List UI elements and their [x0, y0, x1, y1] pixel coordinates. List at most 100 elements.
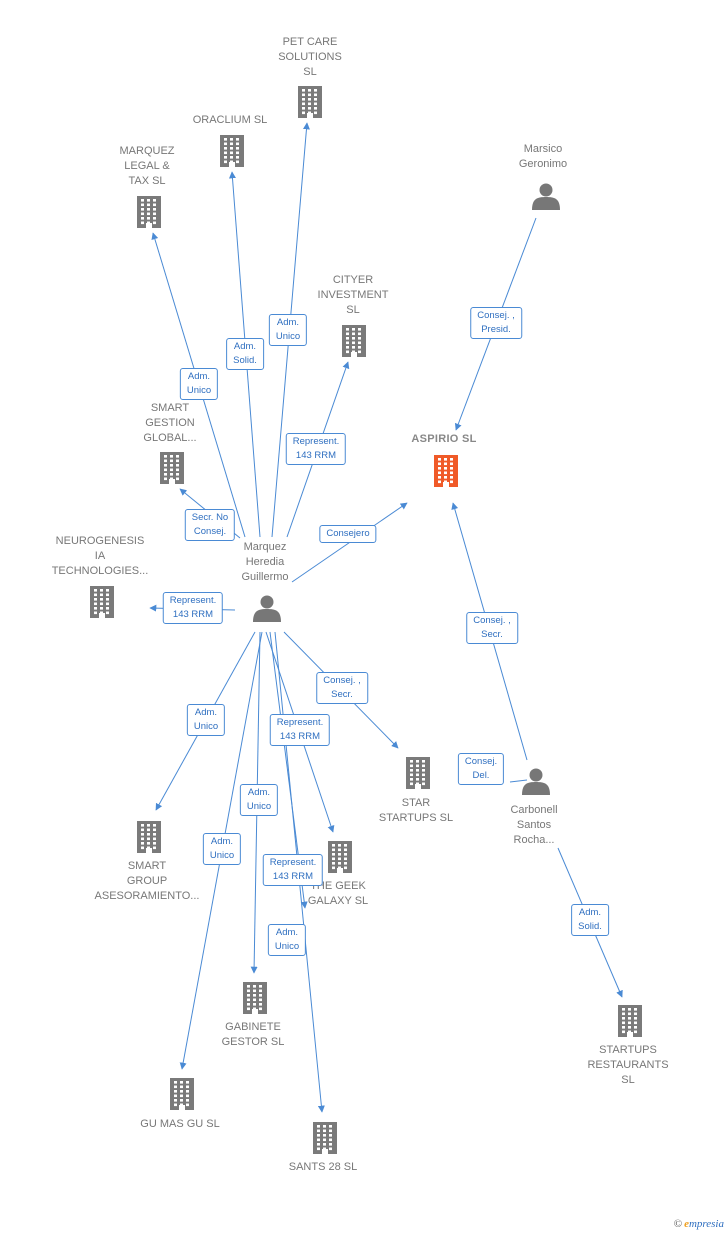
node-label-line: GROUP — [126, 875, 168, 887]
empresia-logo: ©empresia — [674, 1218, 724, 1230]
edge-label-line: Adm. — [578, 907, 602, 918]
edge-label-e1[interactable]: Adm.Unico — [179, 368, 219, 400]
edge-label-line: Unico — [186, 385, 212, 396]
edge-label-e18[interactable]: Adm. Solid. — [571, 904, 609, 936]
edge-label-e15[interactable]: Adm.Unico — [202, 833, 242, 865]
edge-label-e8[interactable]: Represent.143 RRM — [162, 592, 224, 624]
edge-label-e2[interactable]: Adm.Solid. — [226, 338, 264, 370]
company-icon-str[interactable] — [618, 1005, 642, 1037]
edge-label-line: Consej. — [193, 526, 227, 537]
edge-label-line: Unico — [275, 331, 301, 342]
node-label-line: TECHNOLOGIES... — [51, 565, 149, 577]
edge-label-line: Secr. — [481, 629, 503, 640]
edge-label-line: 143 RRM — [279, 731, 321, 742]
company-icon-ora[interactable] — [220, 135, 244, 167]
person-icon-mag[interactable] — [532, 183, 560, 211]
edge-label-e13[interactable]: Represent. 143 RRM — [269, 714, 331, 746]
node-label-ora[interactable]: ORACLIUM SL — [193, 113, 268, 128]
node-label-gum[interactable]: GU MAS GU SL — [140, 1117, 219, 1132]
node-label-line: Marsico — [523, 143, 563, 155]
edge-label-e7[interactable]: Consej. ,Presid. — [470, 307, 522, 339]
edge-label-line: Represent. — [269, 857, 317, 868]
company-icon-cit[interactable] — [342, 325, 366, 357]
company-icon-neu[interactable] — [90, 586, 114, 618]
node-label-line: LEGAL & — [124, 160, 170, 172]
edge-label-line: Unico — [246, 801, 272, 812]
company-icon-gab[interactable] — [243, 982, 267, 1014]
edge-label-e5[interactable]: Secr. No Consej. — [184, 509, 236, 541]
node-label-line: Geronimo — [518, 158, 568, 170]
copyright-mark: © — [673, 1218, 683, 1230]
node-label-line: THE GEEK — [310, 880, 366, 892]
node-label-line: STARTUPS — [599, 1044, 657, 1056]
company-icon-sgg[interactable] — [160, 452, 184, 484]
node-label-geek[interactable]: THE GEEK GALAXY SL — [308, 879, 368, 909]
focus-company-icon-asp[interactable] — [434, 455, 458, 487]
node-label-line: SL — [621, 1074, 635, 1086]
node-label-line: Guillermo — [241, 571, 289, 583]
edge-label-e14[interactable]: Adm.Unico — [239, 784, 279, 816]
edge-label-line: Consejero — [326, 528, 370, 539]
logo-text: mpresia — [688, 1218, 724, 1230]
node-label-asp[interactable]: ASPIRIO SL — [411, 432, 476, 447]
company-icon-mlt[interactable] — [137, 196, 161, 228]
node-label-line: GLOBAL... — [143, 432, 197, 444]
node-label-sgg[interactable]: SMART GESTION GLOBAL... — [143, 401, 196, 446]
node-label-line: Heredia — [245, 556, 285, 568]
edge-label-e6[interactable]: Consejero — [319, 525, 377, 543]
node-label-line: SOLUTIONS — [278, 51, 342, 63]
company-icon-geek[interactable] — [328, 841, 352, 873]
person-icon-mhg[interactable] — [253, 595, 281, 623]
node-label-line: GU MAS GU SL — [140, 1118, 220, 1130]
node-label-line: SMART — [127, 860, 167, 872]
node-label-san[interactable]: SANTS 28 SL — [289, 1160, 357, 1175]
edge-label-e3[interactable]: Adm.Unico — [268, 314, 308, 346]
company-icon-pet[interactable] — [298, 86, 322, 118]
edge-label-line: Adm. — [233, 341, 257, 352]
edge-label-line: Represent. — [292, 436, 340, 447]
edge-label-line: Consej. , — [323, 675, 361, 686]
node-label-line: GALAXY SL — [307, 895, 369, 907]
edge-label-e11[interactable]: Consej.Del. — [457, 753, 505, 785]
node-label-line: IA — [94, 550, 106, 562]
edge-label-line: Represent. — [276, 717, 324, 728]
edge-label-e9[interactable]: Consej. , Secr. — [466, 612, 518, 644]
node-label-gab[interactable]: GABINETE GESTOR SL — [222, 1020, 285, 1050]
edge-label-line: Unico — [274, 941, 300, 952]
person-icon-csr[interactable] — [522, 768, 550, 796]
edge-label-line: Solid. — [578, 921, 602, 932]
edge-label-line: Secr. No — [191, 512, 229, 523]
node-label-line: GESTOR SL — [221, 1036, 285, 1048]
node-label-line: GABINETE — [225, 1021, 281, 1033]
company-icon-sta[interactable] — [406, 757, 430, 789]
edge-label-line: Adm. — [275, 927, 299, 938]
node-label-line: SMART — [150, 402, 190, 414]
edge-label-line: Consej. , — [473, 615, 511, 626]
edge-label-line: Del. — [472, 770, 490, 781]
node-label-line: INVESTMENT — [317, 289, 389, 301]
edge-label-e10[interactable]: Consej. , Secr. — [316, 672, 368, 704]
node-label-line: STAR — [401, 797, 431, 809]
company-icon-san[interactable] — [313, 1122, 337, 1154]
node-label-line: GESTION — [145, 417, 195, 429]
edge-label-line: Secr. — [331, 689, 353, 700]
edge-line-e11 — [509, 779, 528, 783]
company-icon-sga[interactable] — [137, 821, 161, 853]
node-label-line: Rocha... — [513, 834, 555, 846]
company-icon-gum[interactable] — [170, 1078, 194, 1110]
edge-label-e16[interactable]: Represent.143 RRM — [262, 854, 324, 886]
node-label-line: PET CARE — [282, 36, 338, 48]
edge-label-e17[interactable]: Adm. Unico — [267, 924, 307, 956]
edge-label-e12[interactable]: Adm.Unico — [186, 704, 226, 736]
edge-label-e4[interactable]: Represent.143 RRM — [285, 433, 347, 465]
